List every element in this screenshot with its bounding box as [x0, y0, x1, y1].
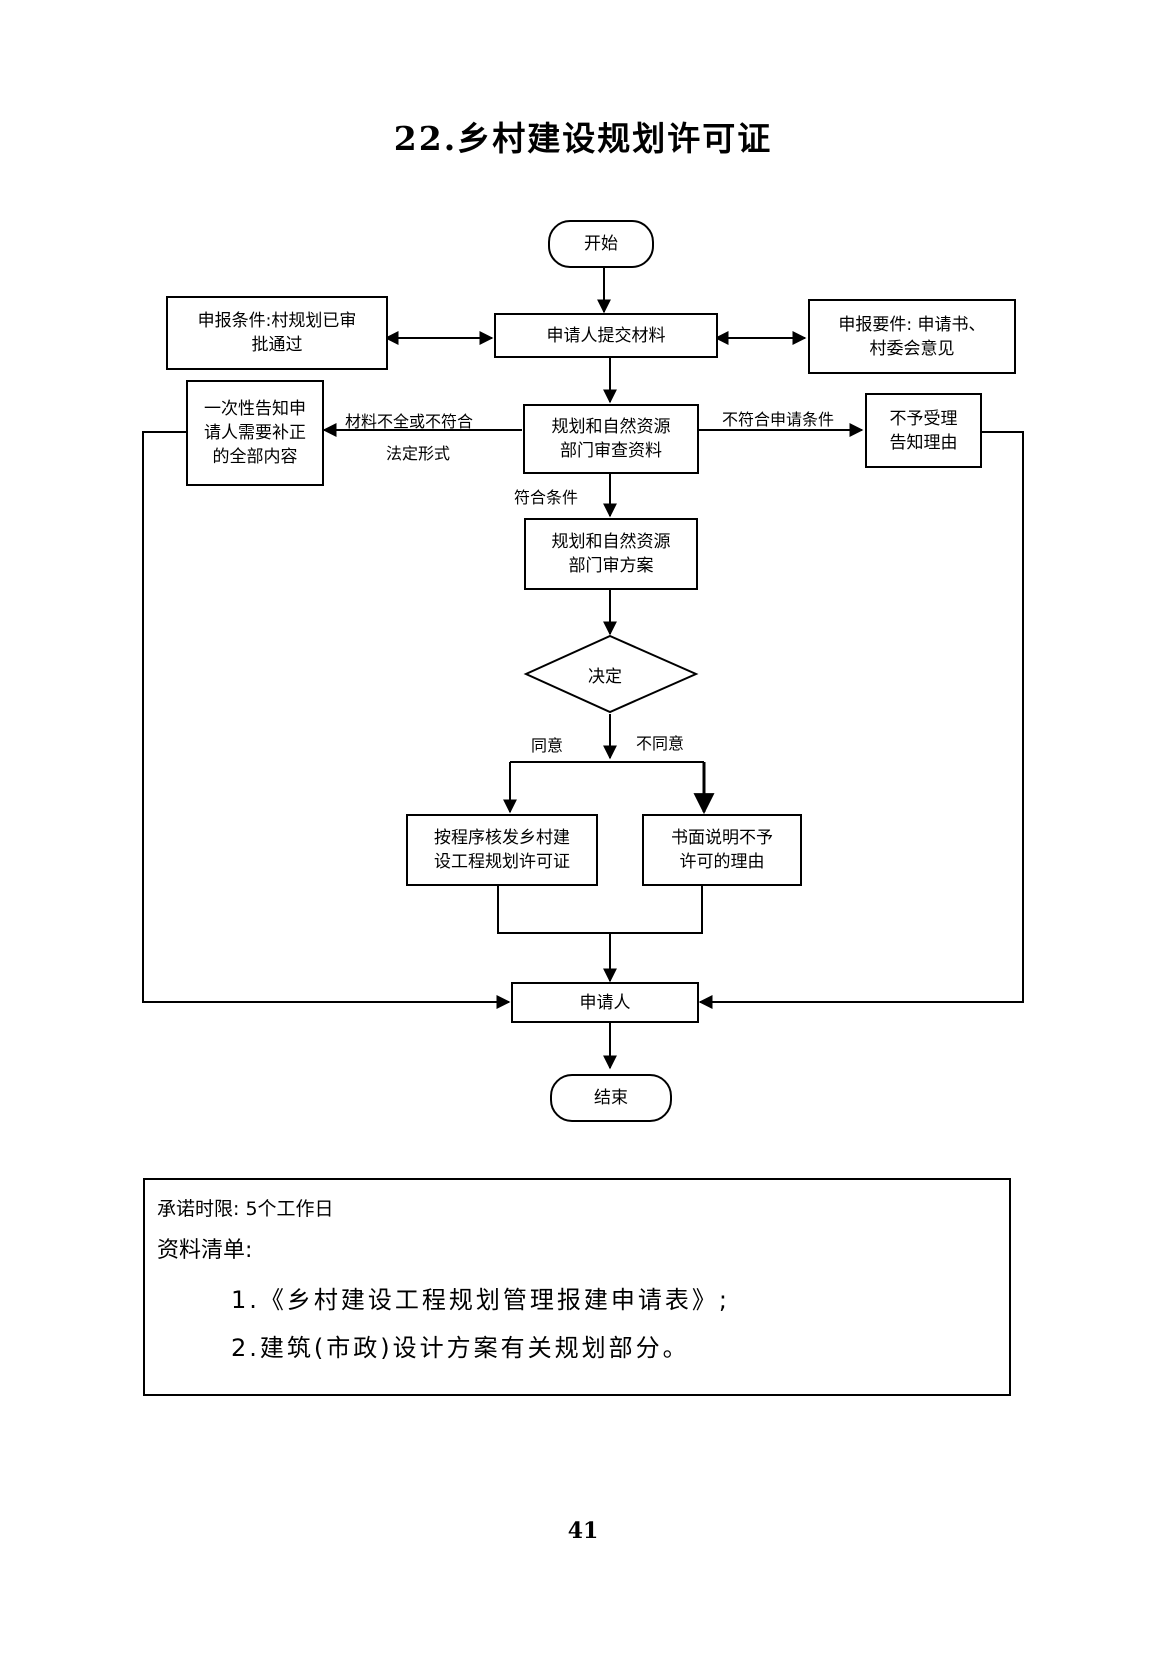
reject-notice-box: 不予受理 告知理由	[865, 393, 982, 468]
info-panel: 承诺时限: 5个工作日 资料清单: 1.《乡村建设工程规划管理报建申请表》; 2…	[143, 1178, 1011, 1396]
end-node: 结束	[550, 1074, 672, 1122]
page-title: 22.乡村建设规划许可证	[393, 119, 773, 158]
review-plan-node: 规划和自然资源 部门审方案	[524, 518, 698, 590]
decision-label: 决定	[588, 667, 622, 687]
materials-list-heading: 资料清单:	[157, 1238, 253, 1263]
label-incomplete-materials: 材料不全或不符合	[345, 412, 474, 431]
submit-materials-node: 申请人提交材料	[494, 313, 718, 358]
label-meet-conditions: 符合条件	[514, 488, 579, 507]
deny-reason-node: 书面说明不予 许可的理由	[642, 814, 802, 886]
materials-list-item: 1.《乡村建设工程规划管理报建申请表》;	[231, 1286, 730, 1314]
page-number: 41	[567, 1518, 599, 1544]
application-condition-box: 申报条件:村规划已审 批通过	[166, 296, 388, 370]
notify-correction-box: 一次性告知申 请人需要补正 的全部内容	[186, 380, 324, 486]
time-limit-text: 承诺时限: 5个工作日	[157, 1198, 334, 1220]
label-legal-form: 法定形式	[386, 444, 451, 463]
applicant-node: 申请人	[511, 982, 699, 1023]
application-requirements-box: 申报要件: 申请书、 村委会意见	[808, 299, 1016, 374]
materials-list-item: 2.建筑(市政)设计方案有关规划部分。	[231, 1334, 690, 1362]
start-node: 开始	[548, 220, 654, 268]
label-agree: 同意	[531, 736, 564, 755]
issue-permit-node: 按程序核发乡村建 设工程规划许可证	[406, 814, 598, 886]
review-materials-node: 规划和自然资源 部门审查资料	[523, 404, 699, 474]
label-not-meet-conditions: 不符合申请条件	[722, 410, 835, 429]
label-disagree: 不同意	[636, 734, 685, 753]
decision-diamond	[523, 634, 699, 714]
